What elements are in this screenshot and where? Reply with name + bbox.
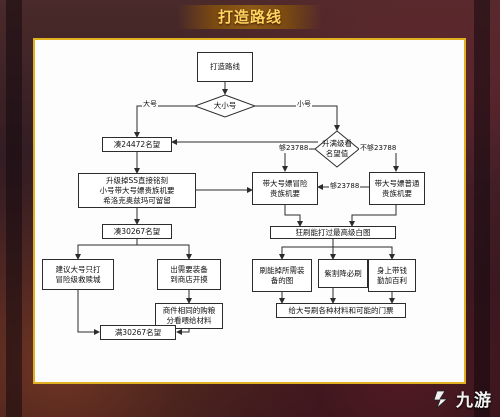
node-purple: 紫割降必刷 <box>318 259 368 288</box>
node-upgrade: 升级掉SS直接铭刻 小号带大号嫖贵族机要 希洛克奥兹玛可留留 <box>78 173 196 208</box>
decision-fame-diamond <box>314 130 360 168</box>
decision-size-label: 大小号 <box>213 101 237 110</box>
node-full-30267: 满30267名望 <box>100 325 176 340</box>
page-title: 打造路线 <box>217 8 282 26</box>
node-gold-on: 身上带钱 勤加百利 <box>368 259 416 292</box>
node-sell-equip: 出需要装备 到商店开摸 <box>157 259 221 290</box>
node-frenzy: 狂刷能打过最高级白图 <box>270 226 396 239</box>
watermark-logo: 九游 <box>431 386 492 411</box>
edge-label-big: 大号 <box>142 100 158 109</box>
edge-30267-to-sell <box>137 244 192 260</box>
brand-logo-icon <box>433 390 449 408</box>
edge-big-branch <box>134 105 195 138</box>
node-suggest: 建议大号只打 冒险级救赎城 <box>42 259 114 290</box>
node-collect-30267: 凑30267名望 <box>102 224 172 239</box>
background-pillar-right <box>474 0 490 417</box>
edge-30267-to-suggest <box>75 239 138 260</box>
edge-trade-to-full <box>176 329 190 335</box>
node-brush-equip: 刷能掉所需装 备的图 <box>252 259 312 292</box>
node-give-materials: 给大号刷各种材料和可能的门票 <box>276 303 406 318</box>
node-adventure-noble: 带大号嫖冒险 贵族机要 <box>252 172 318 205</box>
edge-adventure-to-frenzy <box>284 205 303 227</box>
edge-suggest-to-full <box>77 290 100 335</box>
node-collect-24472: 凑24472名望 <box>102 137 172 152</box>
edge-label-enough-2: 够23788 <box>329 182 361 191</box>
edge-small-branch <box>255 105 340 131</box>
edge-frenzy-to-brush <box>279 239 334 260</box>
node-start: 打造路线 <box>197 52 253 82</box>
edge-frenzy-to-gold <box>333 246 395 260</box>
decision-fame-label: 升满级看 名望值 <box>322 139 352 158</box>
node-normal-noble: 带大号嫖普通 贵族机要 <box>369 172 425 205</box>
edge-label-small: 小号 <box>296 100 312 109</box>
decision-size-diamond <box>193 94 257 118</box>
background-pillar-left <box>6 0 22 417</box>
edge-label-enough: 够23788 <box>278 144 310 153</box>
node-trade: 商件相同的购粮 分看喂给材料 <box>155 303 223 329</box>
brand-name: 九游 <box>456 391 492 411</box>
edge-label-not-enough: 不够23788 <box>359 144 398 153</box>
title-banner <box>178 5 322 29</box>
edge-normal-to-frenzy <box>349 205 397 227</box>
